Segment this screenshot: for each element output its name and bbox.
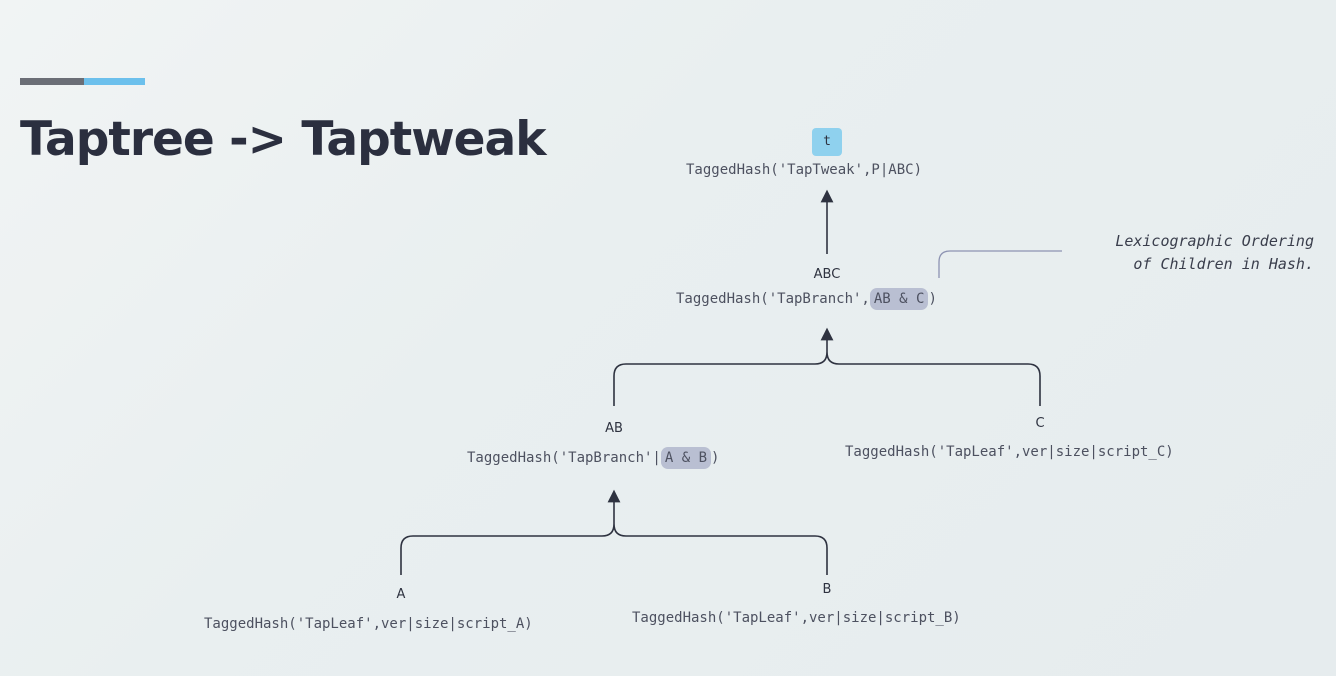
node-t-hash: TaggedHash('TapTweak',P|ABC) [686,162,923,178]
node-ab-hash-suffix: ) [711,450,720,466]
node-c-hash: TaggedHash('TapLeaf',ver|size|script_C) [845,444,1174,460]
node-ab-label: AB [605,421,623,436]
node-c-label: C [1035,416,1045,431]
node-abc-hash-suffix: ) [928,291,937,307]
node-ab-hash-prefix: TaggedHash('TapBranch'| [467,450,661,466]
node-ab-hash: TaggedHash('TapBranch'|A & B) [467,447,720,469]
node-a-hash: TaggedHash('TapLeaf',ver|size|script_A) [204,616,533,632]
node-b-hash: TaggedHash('TapLeaf',ver|size|script_B) [632,610,961,626]
node-t-chip: t [812,128,842,156]
node-abc-hash-prefix: TaggedHash('TapBranch', [676,291,870,307]
node-a-label: A [396,587,406,602]
node-abc-label: ABC [813,267,841,282]
node-b-label: B [822,582,832,597]
node-ab-hash-highlight: A & B [660,447,712,469]
annotation-line-1: Lexicographic Ordering [1115,232,1314,250]
annotation-callout-line [938,250,1062,278]
node-abc-hash: TaggedHash('TapBranch',AB & C) [676,288,937,310]
accent-bar-light [84,78,145,85]
lexicographic-ordering-annotation: Lexicographic Ordering of Children in Ha… [1115,230,1314,276]
accent-bar-dark [20,78,84,85]
brace-ab-c-to-abc [613,351,1041,406]
brace-a-b-to-ab [400,523,828,575]
annotation-line-2: of Children in Hash. [1133,255,1314,273]
node-abc-hash-highlight: AB & C [869,288,929,310]
slide-title: Taptree -> Taptweak [20,112,546,167]
